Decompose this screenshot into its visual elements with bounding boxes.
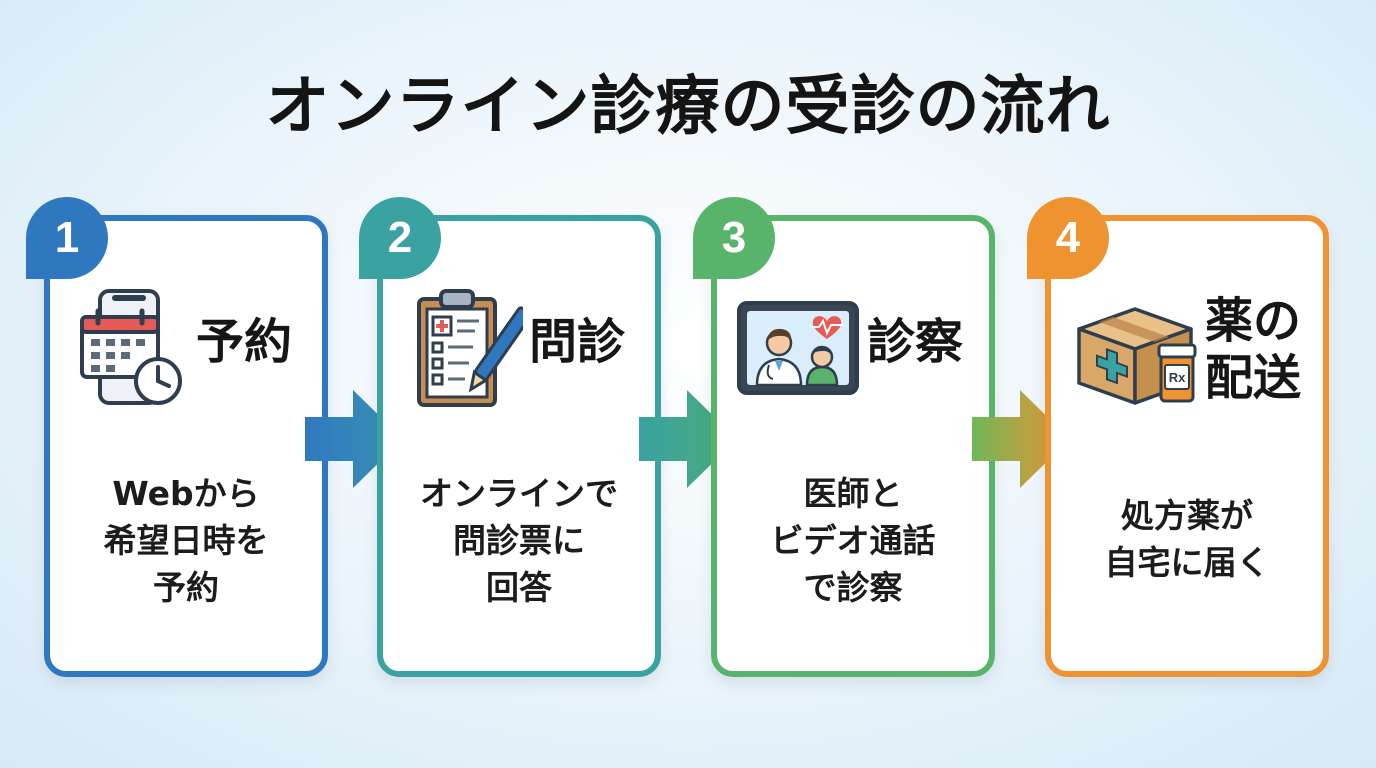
step-description: 医師と ビデオ通話 で診察 [770,474,936,607]
flow-arrow-1 [305,390,403,488]
step-description: オンラインで 問診票に 回答 [420,474,618,607]
video-call-doctor-icon [737,301,859,395]
rx-label: Rx [1169,370,1186,385]
clipboard-pen-icon [417,289,523,407]
step-number-badge: 4 [1027,197,1109,279]
step-number-badge: 2 [359,197,441,279]
step-number-badge: 3 [693,197,775,279]
step-number-badge: 1 [26,197,108,279]
step-card-2: 2 問診 オンラインで 問診票に 回答 [359,197,661,677]
step-heading: 問診 [529,314,626,370]
flow-arrow-3 [972,390,1070,488]
calendar-phone-clock-icon [80,289,182,405]
step-card-1: 1 予約 Webから 希望日時を 予約 [26,197,328,677]
step-heading: 診察 [867,314,964,370]
medicine-box-icon: Rx [1077,307,1197,405]
step-heading: 薬の 配送 [1205,293,1302,406]
step-heading: 予約 [196,314,293,370]
step-description: 処方薬が 自宅に届く [1104,496,1270,582]
step-card-4: 4 Rx 薬の 配送 処方薬が 自宅に届く [1027,197,1329,677]
page-title: オンライン診療の受診の流れ [265,70,1111,144]
step-description: Webから 希望日時を 予約 [103,474,269,607]
step-card-3: 3 診察 医師と ビデオ通話 で診察 [693,197,995,677]
flow-arrow-2 [639,390,737,488]
